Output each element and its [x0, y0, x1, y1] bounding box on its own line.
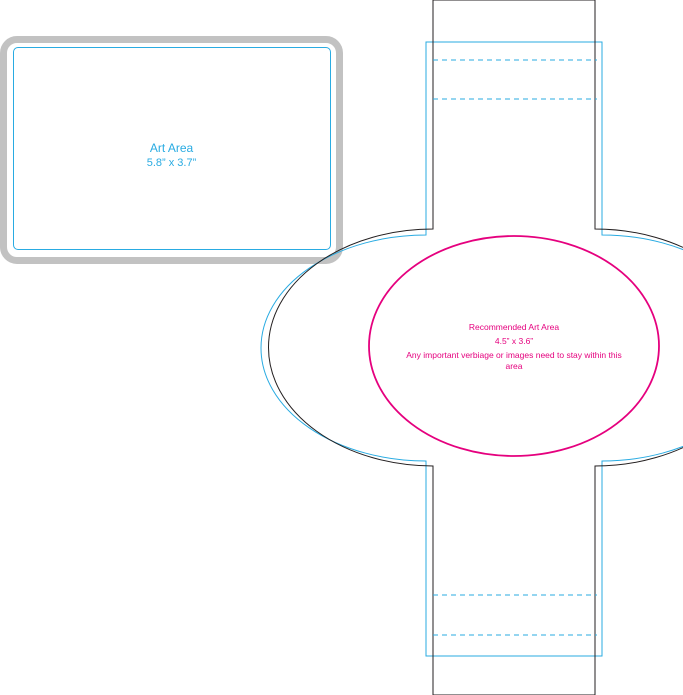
oval-art-area-title: Recommended Art Area: [468, 322, 560, 332]
rect-safe-area: [13, 47, 331, 250]
recommended-art-area-oval: [368, 235, 660, 457]
rect-art-area-title: Art Area: [149, 141, 194, 155]
band-bleed-outline: [260, 41, 683, 657]
oval-art-area-note: Any important verbiage or images need to…: [406, 350, 622, 371]
band-cut-line: [268, 0, 683, 695]
oval-art-area-dimensions: 4.5” x 3.6”: [494, 336, 534, 346]
rect-trim-border: [0, 36, 343, 264]
rect-label-template: Art Area 5.8” x 3.7”: [0, 36, 343, 264]
rect-art-area-dimensions: 5.8” x 3.7”: [146, 157, 197, 169]
